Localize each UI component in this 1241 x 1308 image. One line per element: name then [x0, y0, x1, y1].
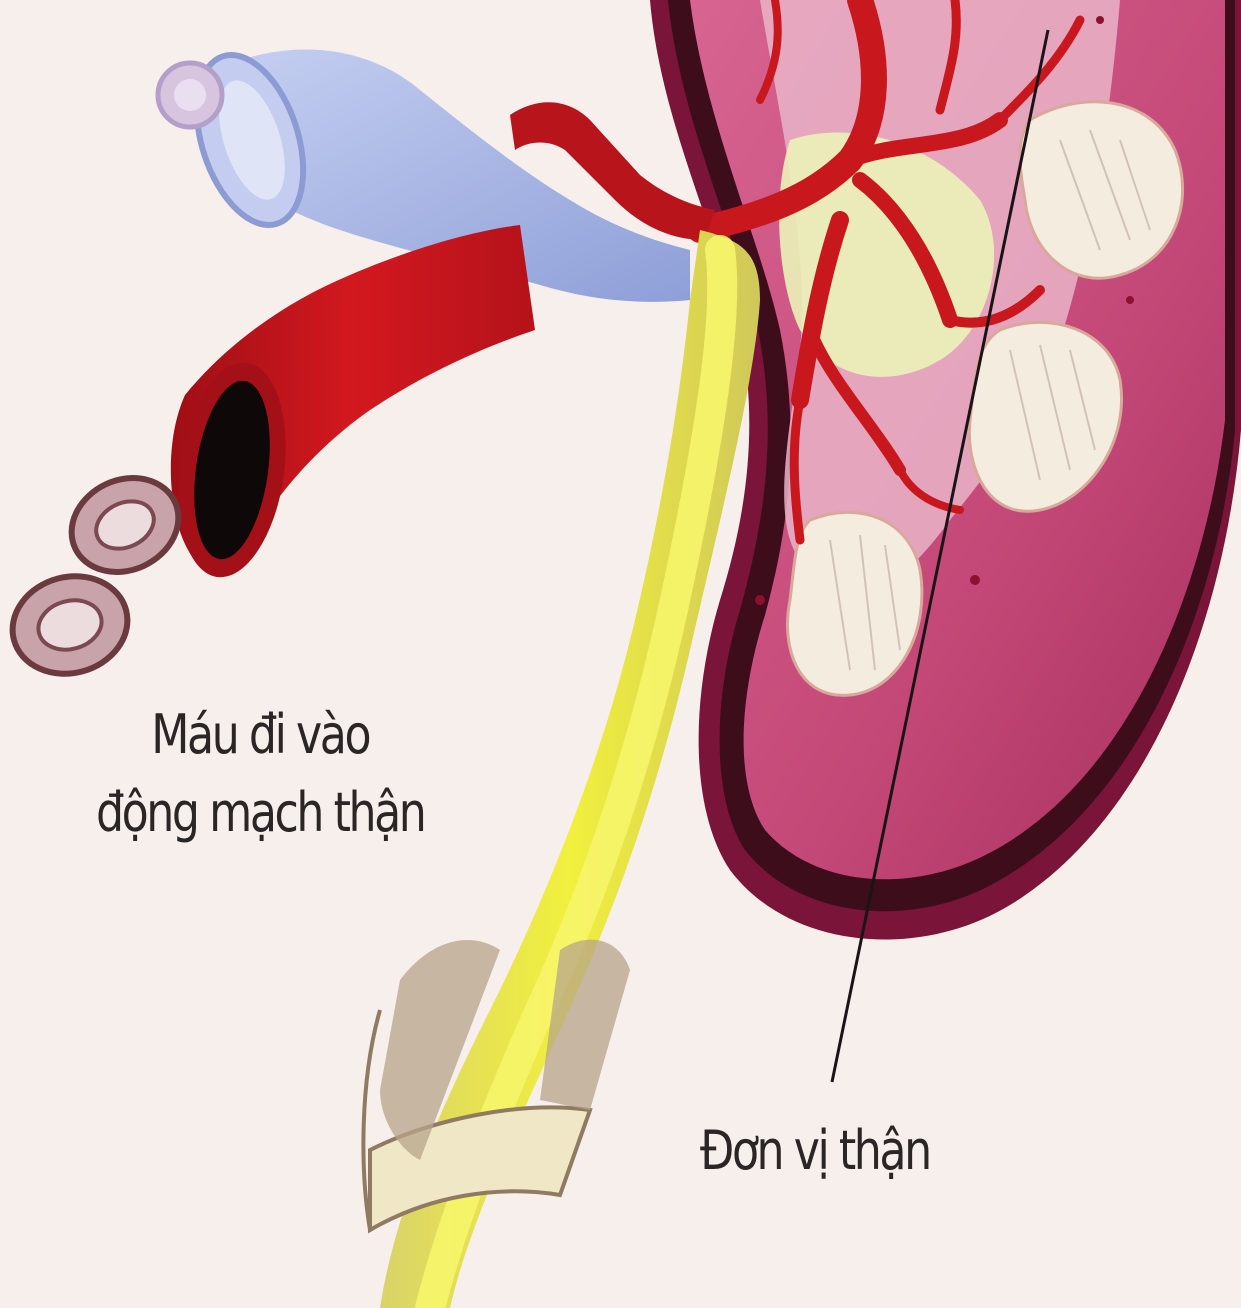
kidney: [650, 0, 1241, 940]
blood-label-line1: Máu đi vào: [88, 696, 432, 774]
nephron-label: Đơn vị thận: [700, 1112, 930, 1190]
renal-artery: [165, 225, 535, 584]
blood-label-line2: động mạch thận: [88, 774, 432, 852]
blood-entering-artery-label: Máu đi vào động mạch thận: [88, 696, 432, 853]
red-blood-cells: [2, 461, 194, 686]
